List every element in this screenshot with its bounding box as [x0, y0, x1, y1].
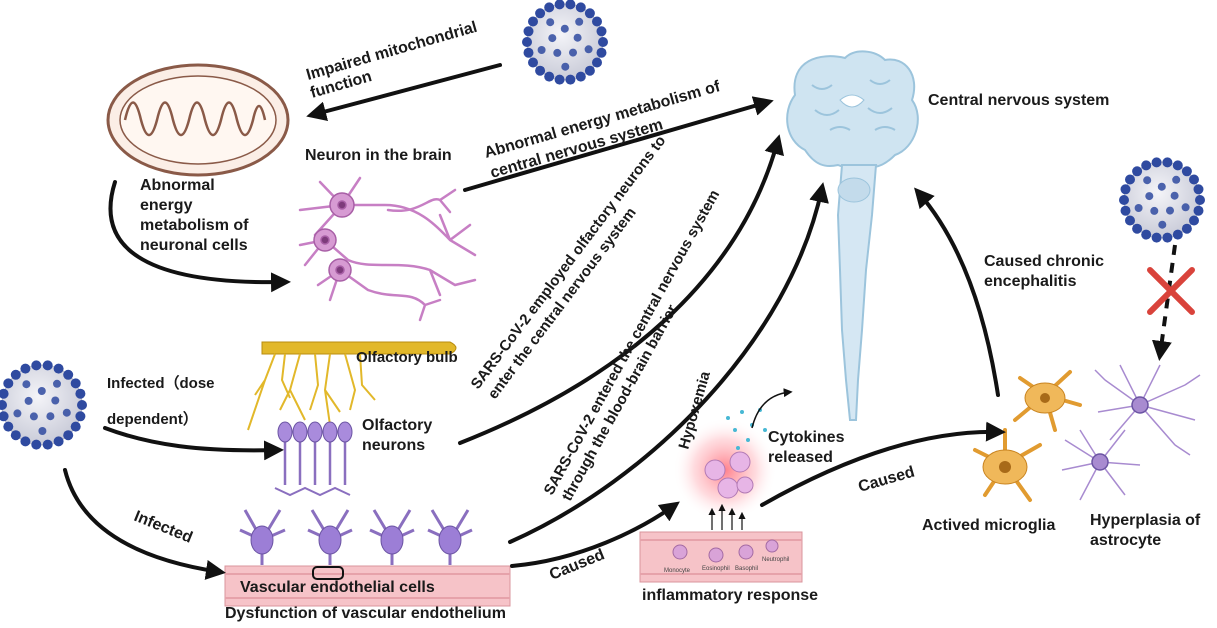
central-nervous-system-label: Central nervous system [928, 92, 1109, 109]
microglia-icon [973, 370, 1082, 502]
cross-icon [1147, 267, 1195, 315]
vascular-endothelium-icon [224, 509, 511, 607]
arrow-virus-to-endothelium [63, 468, 226, 580]
blocked-path-arrow [1151, 244, 1177, 361]
infected-dose-label-1: Infected（dose [107, 374, 215, 392]
bbb-path-label-2: through the blood-brain barrier [559, 302, 681, 504]
caused-chronic-label-1: Caused chronic [984, 253, 1104, 270]
olfactory-neurons-label-2: neurons [362, 437, 425, 454]
neuron-in-brain-label: Neuron in the brain [305, 147, 452, 164]
olfactory-bulb-icon [247, 341, 457, 431]
inflammatory-response-label: inflammatory response [642, 587, 818, 604]
arrow-olfactory-to-cns [458, 134, 784, 445]
impaired-mitochondrial-label-1: Impaired mitochondrial [304, 19, 479, 84]
inflammation-site-icon: Monocyte Eosinophil Basophil Neutrophil [639, 388, 803, 583]
neutrophil-label: Neutrophil [762, 557, 789, 563]
arrow-virus-to-mitochondria [306, 63, 502, 122]
vascular-endothelial-cells-label: Vascular endothelial cells [240, 579, 435, 596]
virus-top-icon [522, 0, 608, 85]
eosinophil-label: Eosinophil [702, 566, 730, 572]
abnormal-neuronal-label-2: energy [140, 197, 193, 214]
abnormal-neuronal-label-3: metabolism of [140, 217, 249, 234]
caused-chronic-label-2: encephalitis [984, 273, 1077, 290]
olfactory-neurons-icon [274, 421, 353, 497]
brain-neuron-bodies [313, 192, 355, 282]
arrow-virus-to-olfactory [103, 426, 284, 461]
abnormal-neuronal-label-1: Abnormal [140, 177, 215, 194]
mitochondrion-icon [106, 63, 290, 177]
caused-right-label: Caused [856, 464, 916, 496]
abnormal-neuronal-label-4: neuronal cells [140, 237, 248, 254]
cytokines-label-1: Cytokines [768, 429, 845, 446]
basophil-label: Basophil [735, 566, 758, 572]
arrow-microglia-to-cns [914, 187, 1000, 397]
arrow-inflammation-to-microglia [760, 421, 1006, 507]
astrocyte-icon [1061, 364, 1201, 501]
hyperplasia-label-2: astrocyte [1090, 532, 1161, 549]
dysfunction-label: Dysfunction of vascular endothelium [225, 605, 506, 622]
actived-microglia-label: Actived microglia [922, 517, 1055, 534]
arrow-neuron-to-cns [463, 96, 774, 192]
infected-label: Infected [132, 508, 195, 547]
monocyte-label: Monocyte [664, 568, 691, 574]
hyperplasia-label-1: Hyperplasia of [1090, 512, 1201, 529]
virus-right-icon [1119, 157, 1205, 243]
virus-left-icon [0, 360, 87, 450]
brain-neurons-icon [298, 176, 477, 322]
olfactory-bulb-label: Olfactory bulb [356, 349, 458, 366]
arrow-mito-to-neuron [108, 180, 291, 293]
olfactory-neurons-label-1: Olfactory [362, 417, 432, 434]
cytokines-label-2: released [768, 449, 833, 466]
infected-dose-label-2: dependent） [107, 410, 198, 428]
central-nervous-system-icon [786, 50, 919, 421]
arrow-endothelium-to-inflammation [510, 501, 680, 568]
arrow-endothelium-to-cns [508, 182, 829, 544]
